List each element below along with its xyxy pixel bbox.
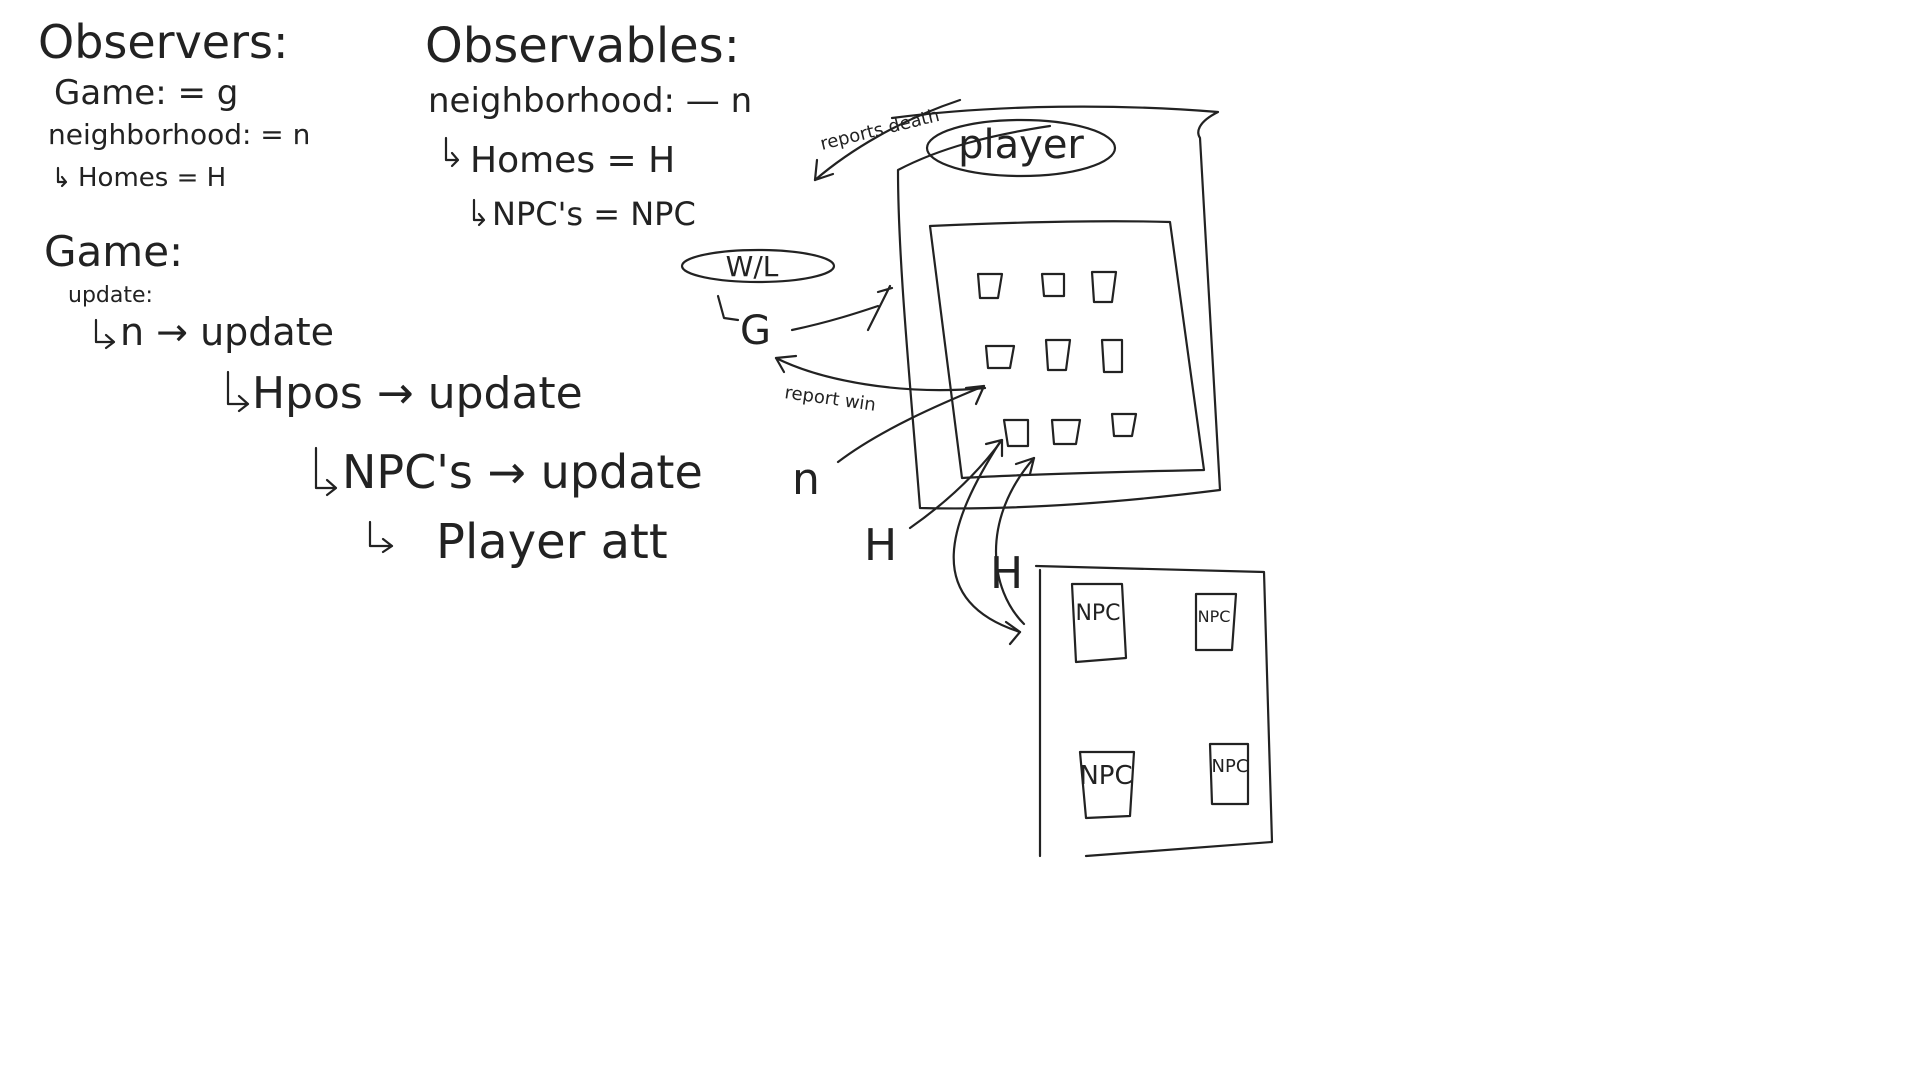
npc-box <box>1208 742 1250 806</box>
home-box <box>1034 564 1274 858</box>
game-heading: Game: <box>44 227 183 276</box>
neighborhood-diagram: player reports death W/L G rep <box>680 98 1222 646</box>
game-section: Game: update: n → update Hpos → update N… <box>44 227 703 570</box>
game-step-npcs-update: NPC's → update <box>342 445 703 499</box>
h-label-home: H <box>990 548 1023 599</box>
arrowhead-icon <box>964 384 986 406</box>
arrow-sub-icon <box>226 370 250 413</box>
neighborhood-box <box>928 220 1206 480</box>
g-to-neighborhood-arrow <box>790 304 880 332</box>
observable-item-neighborhood: neighborhood: — n <box>428 81 752 121</box>
npc-label: NPC <box>1212 756 1249 777</box>
home-cell <box>1044 338 1072 372</box>
observer-item-neighborhood: neighborhood: = n <box>48 118 310 151</box>
player-ellipse <box>925 118 1117 178</box>
npc-box <box>1070 582 1128 664</box>
game-step-hpos-update: Hpos → update <box>252 368 583 419</box>
npc-label: NPC <box>1079 761 1132 791</box>
arrowhead-icon <box>1004 620 1022 646</box>
observers-heading: Observers: <box>38 15 288 69</box>
wl-label: W/L <box>726 250 779 283</box>
arrowhead-icon <box>1014 456 1036 476</box>
observables-heading: Observables: <box>425 18 740 74</box>
reports-death-arrow <box>813 98 962 182</box>
g-label: G <box>740 308 771 354</box>
game-step-n-update: n → update <box>120 310 334 354</box>
observable-item-npcs: NPC's = NPC <box>492 195 696 233</box>
observer-item-game: Game: = g <box>54 73 238 113</box>
observers-section: Observers: Game: = g neighborhood: = n H… <box>38 15 310 193</box>
observer-item-homes: Homes = H <box>78 163 226 193</box>
report-win-arrow <box>774 356 987 392</box>
n-label: n <box>792 454 820 505</box>
arrow-sub-icon <box>56 166 68 188</box>
arrowhead-icon <box>866 284 894 332</box>
arrowhead-icon <box>774 354 798 374</box>
npc-label: NPC <box>1075 601 1120 626</box>
h-label-left: H <box>864 520 897 571</box>
arrow-sub-icon <box>444 136 460 168</box>
home-to-detail-arrow <box>952 440 1022 634</box>
arrow-sub-icon <box>94 318 116 350</box>
h-to-home-arrow <box>908 438 1004 530</box>
home-cell <box>1100 338 1124 374</box>
game-update-label: update: <box>68 283 153 308</box>
observables-section: Observables: neighborhood: — n Homes = H… <box>425 18 752 233</box>
arrow-sub-icon <box>716 294 740 322</box>
report-win-label: report win <box>783 382 877 416</box>
home-cell <box>1040 272 1066 298</box>
arrow-sub-icon <box>368 520 394 554</box>
npc-label: NPC <box>1198 607 1231 626</box>
home-to-detail-arrow-2 <box>995 456 1036 626</box>
home-cell <box>976 272 1004 300</box>
home-cell <box>1110 412 1138 438</box>
home-cell <box>1050 418 1082 446</box>
n-to-neighborhood-arrow <box>836 384 986 464</box>
homes-grid <box>976 270 1138 448</box>
arrowhead-icon <box>813 158 835 182</box>
arrowhead-icon <box>984 438 1004 458</box>
player-container <box>890 105 1222 510</box>
arrow-sub-icon <box>314 446 338 497</box>
arrow-sub-icon <box>472 198 486 227</box>
home-cell <box>1090 270 1118 304</box>
home-detail: H NPC NPC NPC NPC <box>990 548 1274 858</box>
observable-item-homes: Homes = H <box>470 140 675 181</box>
reports-death-label: reports death <box>818 105 942 155</box>
wl-ellipse <box>680 248 836 284</box>
player-label: player <box>958 122 1084 168</box>
home-cell <box>984 344 1016 370</box>
home-cell <box>1002 418 1030 448</box>
npc-box <box>1078 750 1136 820</box>
game-step-player-att: Player att <box>436 514 668 570</box>
npc-box <box>1194 592 1238 652</box>
